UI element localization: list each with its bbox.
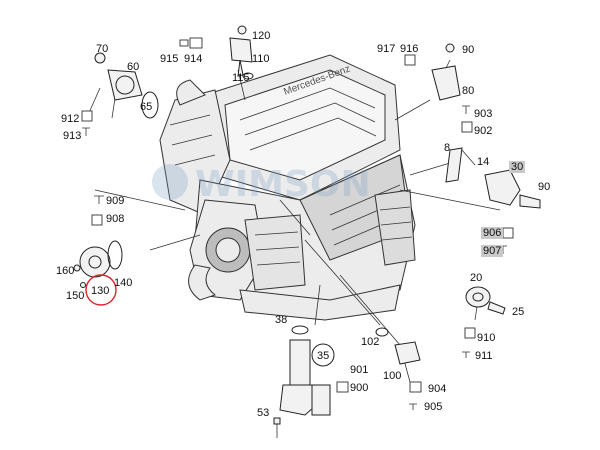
connector-912	[81, 110, 93, 122]
callout-908: 908	[106, 213, 125, 225]
callout-30: 30	[509, 161, 526, 173]
callout-150: 150	[66, 290, 85, 302]
callout-65: 65	[140, 101, 153, 113]
connector-914	[179, 37, 203, 49]
connector-902	[461, 121, 473, 133]
callout-909: 909	[106, 195, 125, 207]
callout-120: 120	[252, 30, 271, 42]
bolt-53	[273, 417, 281, 438]
callout-115: 115	[232, 72, 250, 84]
watermark: WIMSON	[152, 164, 371, 205]
callout-905: 905	[424, 401, 443, 413]
o-ring-65	[141, 91, 159, 119]
callout-914: 914	[184, 53, 203, 65]
callout-110: 110	[252, 53, 270, 65]
camshaft-gear-130	[73, 195, 123, 288]
callout-906: 906	[481, 227, 504, 239]
ignition-coil-35	[279, 325, 335, 416]
callout-35: 35	[317, 350, 330, 362]
callout-910: 910	[477, 332, 496, 344]
callout-917: 917	[377, 43, 396, 55]
engine-illustration	[159, 54, 416, 321]
callout-38: 38	[275, 314, 288, 326]
callout-902: 902	[474, 125, 493, 137]
callout-900: 900	[350, 382, 369, 394]
terminal-903	[462, 105, 470, 114]
callout-904: 904	[428, 383, 447, 395]
knock-sensor-20	[464, 286, 506, 339]
sensor-30	[484, 169, 541, 239]
callout-60: 60	[127, 61, 140, 73]
sensor-100	[375, 327, 422, 393]
terminal-911	[462, 351, 470, 358]
callout-14: 14	[477, 156, 490, 168]
callout-907: 907	[481, 245, 504, 257]
watermark-text: WIMSON	[195, 164, 371, 205]
terminal-913	[82, 127, 90, 136]
callout-8: 8	[444, 142, 451, 154]
callout-20: 20	[470, 272, 483, 284]
sensor-8-14	[445, 147, 476, 183]
callout-901: 901	[350, 364, 369, 376]
callout-160: 160	[56, 265, 75, 277]
callout-90-top: 90	[462, 44, 475, 56]
sensor-80	[404, 43, 461, 101]
callout-90-right: 90	[538, 181, 551, 193]
highlight-ring	[85, 274, 117, 306]
o-ring-115	[242, 72, 254, 80]
camshaft-adjuster-magnet	[94, 52, 143, 101]
callout-903: 903	[474, 108, 493, 120]
callout-915: 915	[160, 53, 179, 65]
callout-53: 53	[257, 407, 270, 419]
callout-130: 130	[91, 285, 110, 297]
callout-911: 911	[475, 350, 493, 362]
connector-900	[336, 381, 349, 393]
callout-916: 916	[400, 43, 419, 55]
callout-100: 100	[383, 370, 402, 382]
sensor-110	[229, 25, 253, 77]
callout-80: 80	[462, 85, 475, 97]
callout-913: 913	[63, 130, 82, 142]
callout-102: 102	[361, 336, 380, 348]
callout-140: 140	[114, 277, 133, 289]
callout-25: 25	[512, 306, 525, 318]
callout-70: 70	[96, 43, 109, 55]
leader-lines	[87, 59, 501, 396]
terminal-905	[409, 403, 417, 410]
callout-912: 912	[61, 113, 80, 125]
